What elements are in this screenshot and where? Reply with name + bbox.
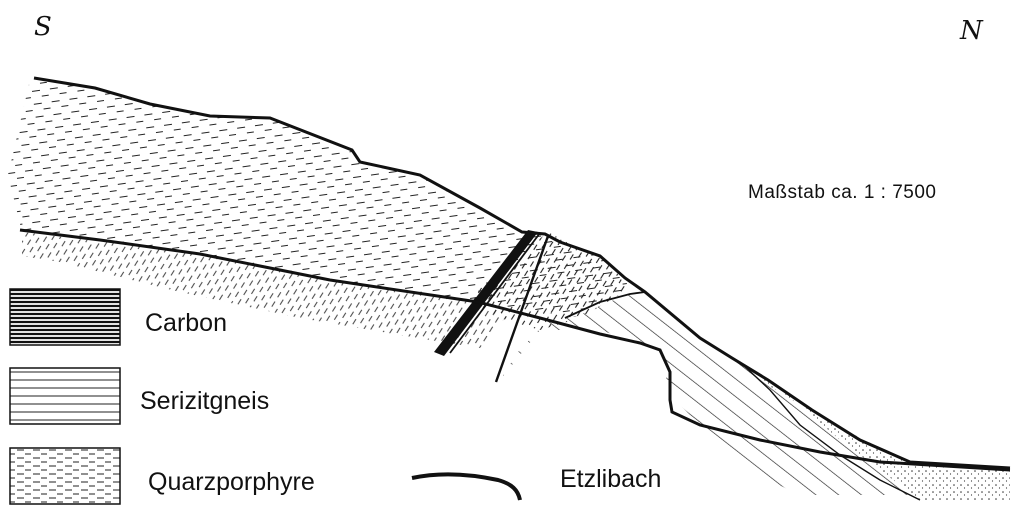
compass-south-label: S — [34, 14, 52, 40]
scale-label: Maßstab ca. 1 : 7500 — [748, 182, 937, 204]
legend-carbon-label: Carbon — [145, 311, 227, 336]
legend-carbon-swatch — [10, 289, 120, 345]
legend-quarzporphyre-swatch — [10, 448, 120, 504]
legend-etzlibach-label: Etzlibach — [560, 467, 661, 492]
legend-serizitgneis-label: Serizitgneis — [140, 389, 269, 414]
compass-north-label: N — [960, 18, 983, 44]
legend-quarzporphyre-label: Quarzporphyre — [148, 470, 315, 495]
legend-serizitgneis-swatch — [10, 368, 120, 424]
legend-etzlibach-line — [412, 474, 520, 500]
